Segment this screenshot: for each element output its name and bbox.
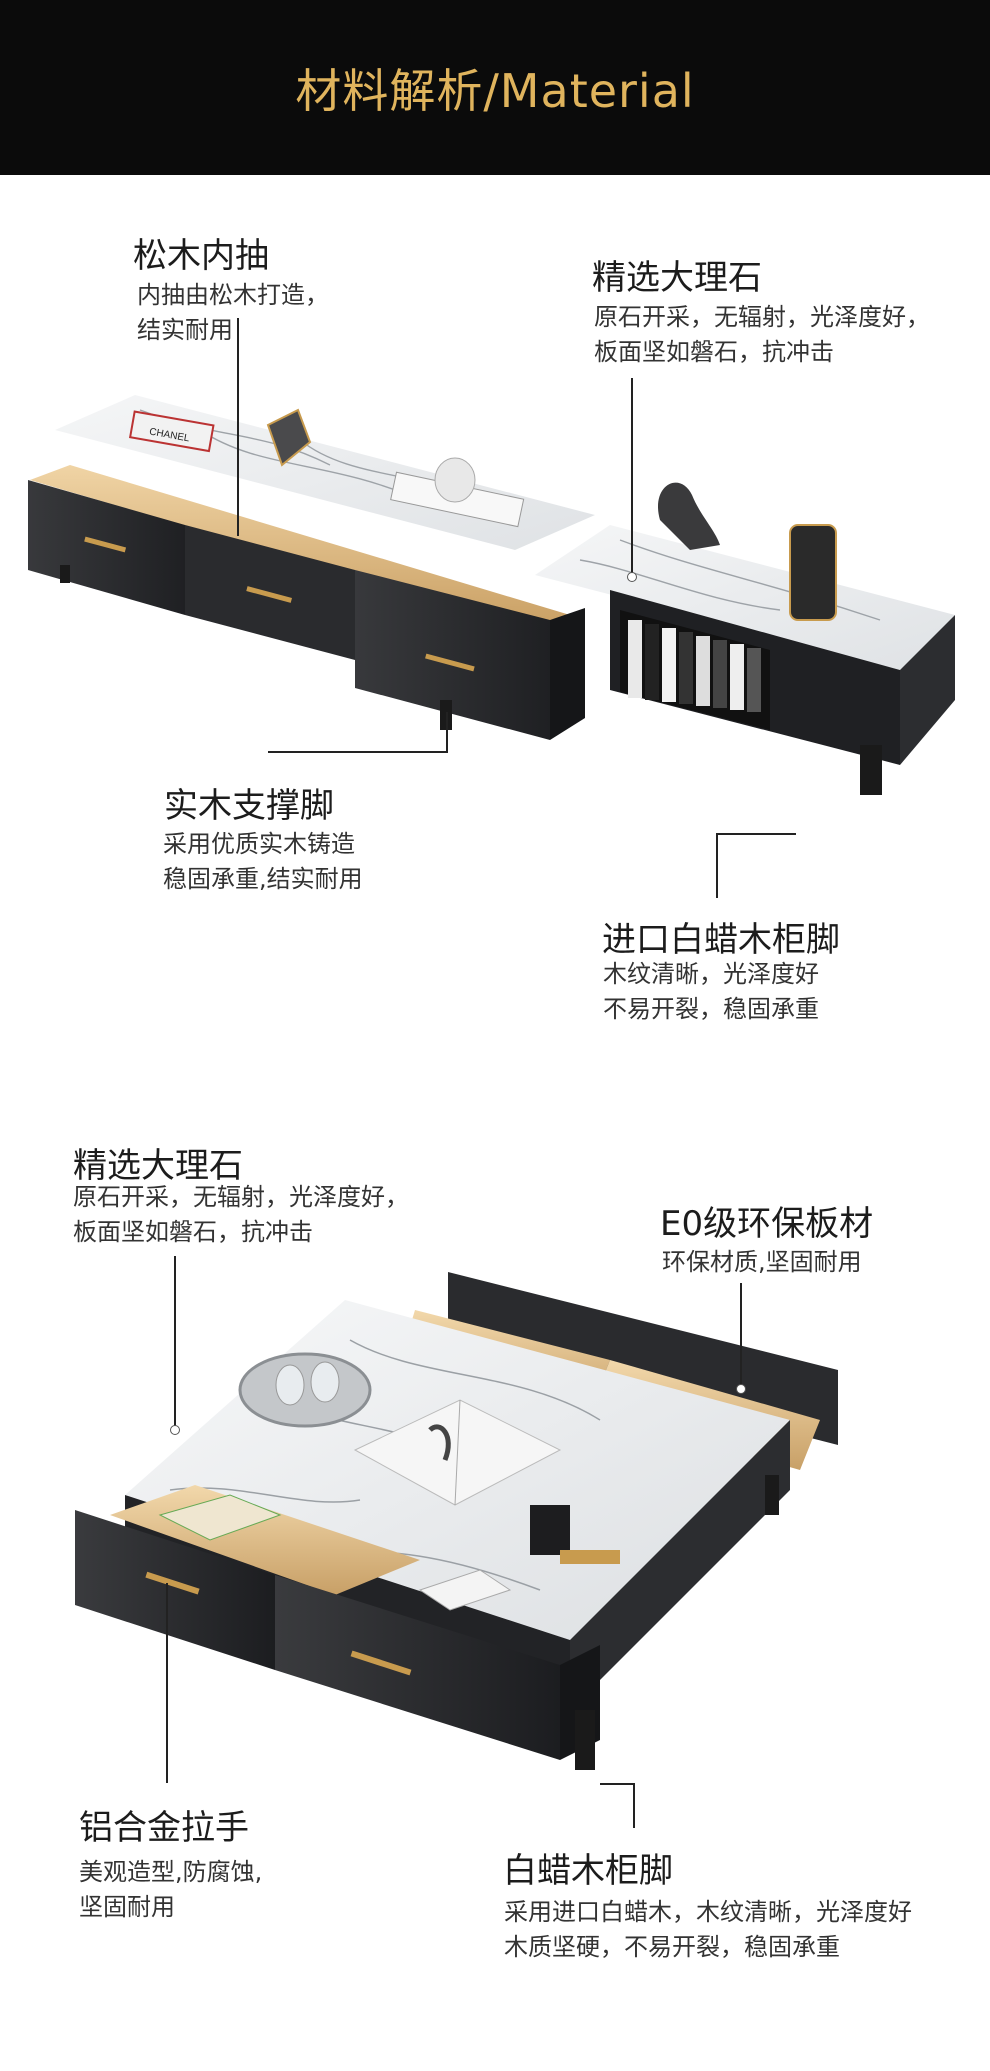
ct-marble-pointer-dot: [170, 1425, 180, 1435]
pine-drawer-desc: 内抽由松木打造， 结实耐用: [137, 281, 329, 344]
ash-leg-pointer-v: [716, 833, 718, 898]
e0-board-desc: 环保材质,坚固耐用: [662, 1248, 862, 1276]
geometric-ornament: [266, 408, 312, 467]
ash-leg-desc: 木纹清晰，光泽度好 不易开裂，稳固承重: [603, 960, 819, 1023]
book-row: [628, 620, 761, 712]
pine-drawer-pointer: [237, 318, 239, 536]
wood-leg-desc: 采用优质实木铸造 稳固承重,结实耐用: [163, 830, 363, 893]
marble-top-pointer: [631, 378, 633, 578]
pine-drawer-title: 松木内抽: [133, 236, 269, 276]
ct-ash-leg-pointer-v: [633, 1783, 635, 1828]
ct-drawer-2: [275, 1575, 560, 1760]
sculpture: [657, 482, 720, 550]
ct-ash-leg-title: 白蜡木柜脚: [503, 1851, 673, 1891]
ct-ash-leg-pointer-h: [600, 1783, 635, 1785]
e0-board-title: E0级环保板材: [660, 1204, 874, 1244]
handle-pointer: [166, 1583, 168, 1783]
ct-marble-pointer: [174, 1256, 176, 1431]
metal-tray: [238, 1352, 372, 1428]
wood-leg-pointer-h: [268, 751, 448, 753]
tv-leg-right: [860, 745, 882, 795]
tv-handle-1: [84, 536, 127, 553]
marble-top-pointer-dot: [627, 572, 637, 582]
ct-sculpture: [530, 1505, 570, 1555]
ct-marble-title: 精选大理石: [73, 1146, 243, 1186]
ct-ash-leg-desc: 采用进口白蜡木，木纹清晰，光泽度好 木质坚硬，不易开裂，稳固承重: [504, 1898, 912, 1961]
handle-desc: 美观造型,防腐蚀, 坚固耐用: [79, 1858, 263, 1921]
ct-handle-1: [145, 1571, 200, 1595]
tv-handle-2: [246, 586, 292, 603]
handle-title: 铝合金拉手: [79, 1808, 249, 1848]
header-banner: 材料解析/Material: [0, 0, 990, 175]
ct-handle-2: [350, 1650, 412, 1676]
drawer-book: [158, 1494, 282, 1541]
wood-leg-pointer-v: [446, 712, 448, 752]
tv-marble-top-right: [535, 525, 955, 670]
ct-drawer-1: [75, 1510, 275, 1670]
ct-marble-desc: 原石开采，无辐射，光泽度好， 板面坚如磐石，抗冲击: [73, 1183, 409, 1246]
page-title: 材料解析/Material: [295, 63, 695, 118]
ash-leg-pointer-h: [716, 833, 796, 835]
tv-handle-3: [425, 653, 475, 672]
drawer-ornament: [418, 1569, 512, 1611]
tall-vase: [789, 524, 837, 621]
tv-cabinet-illustration: CHANEL: [0, 370, 990, 890]
marble-top-title: 精选大理石: [592, 258, 762, 298]
ct-leg-right: [765, 1475, 779, 1515]
chanel-book: [128, 410, 215, 453]
wood-leg-title: 实木支撑脚: [164, 786, 334, 826]
e0-board-pointer: [740, 1283, 742, 1388]
tv-drawer-3: [355, 570, 550, 740]
ct-leg-front: [575, 1710, 595, 1770]
ash-leg-title: 进口白蜡木柜脚: [602, 920, 840, 960]
marble-top-desc: 原石开采，无辐射，光泽度好， 板面坚如磐石，抗冲击: [594, 303, 930, 366]
e0-board-pointer-dot: [736, 1384, 746, 1394]
coffee-table-illustration: [0, 1260, 990, 1820]
vase: [434, 457, 476, 503]
